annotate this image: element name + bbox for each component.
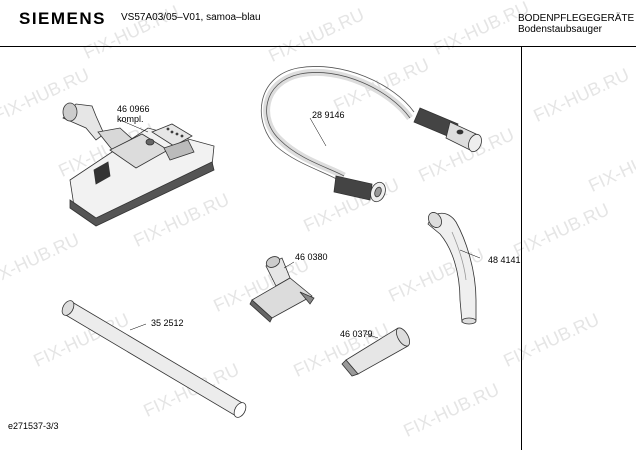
category-block: BODENPFLEGEGERÄTE Bodenstaubsauger — [518, 13, 634, 35]
brand-logo: SIEMENS — [19, 9, 107, 28]
hose-connector-drawing — [333, 107, 482, 203]
crevice-tool-drawing — [341, 327, 411, 377]
part-label-484141: 48 4141 — [488, 255, 521, 265]
model-label: VS57A03/05–V01, samoa–blau — [121, 12, 261, 23]
part-number: 46 0966 — [117, 104, 150, 114]
part-label-460966: 46 0966 kompl. — [117, 104, 150, 124]
curved-handle-drawing — [427, 212, 477, 325]
floor-nozzle-drawing — [62, 102, 215, 227]
header-divider — [0, 46, 636, 47]
part-label-352512: 35 2512 — [151, 318, 184, 328]
part-note: kompl. — [117, 114, 144, 124]
category-title: BODENPFLEGEGERÄTE — [518, 13, 635, 24]
part-label-460379: 46 0379 — [340, 329, 373, 339]
side-divider — [521, 46, 522, 450]
part-label-289146: 28 9146 — [312, 110, 345, 120]
part-label-460380: 46 0380 — [295, 252, 328, 262]
category-subtitle: Bodenstaubsauger — [518, 24, 602, 35]
drawing-code: e271537-3/3 — [8, 421, 59, 431]
suction-tube-drawing — [61, 300, 247, 418]
hose-drawing — [260, 66, 415, 183]
upholstery-nozzle-drawing — [249, 256, 315, 323]
